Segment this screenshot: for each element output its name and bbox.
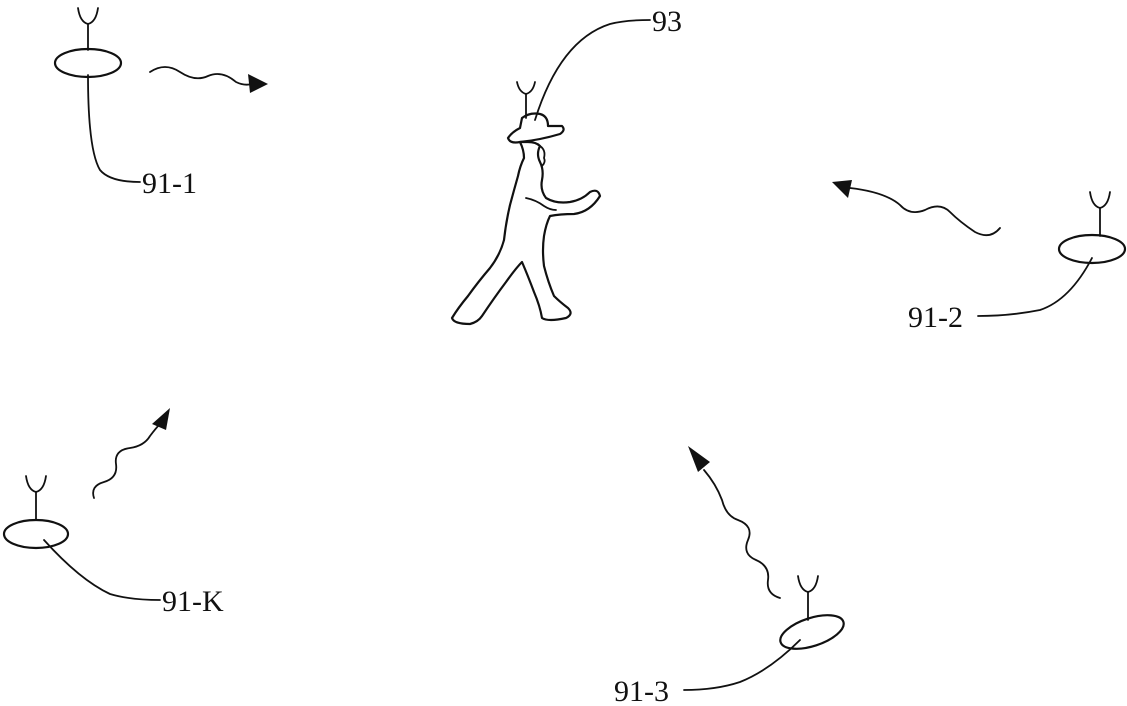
- label-91-2: 91-2: [908, 301, 963, 334]
- walking-person-outline: [450, 140, 602, 326]
- leader-line-91-3: [683, 639, 801, 691]
- transmitter-base-icon: [2, 518, 70, 550]
- leader-line-91-2: [977, 257, 1093, 317]
- face-detail: [539, 145, 546, 167]
- label-91-K: 91-K: [162, 585, 224, 618]
- transmitter-node-91-K: 91-K: [2, 475, 224, 618]
- antenna-icon: [77, 7, 99, 51]
- transmitter-base-icon: [1057, 233, 1127, 265]
- transmitter-base-icon: [779, 614, 845, 650]
- arm-detail: [525, 197, 557, 211]
- signal-arrow-91-1: [149, 66, 268, 93]
- antenna-icon: [516, 81, 536, 119]
- antenna-icon: [797, 575, 819, 621]
- signal-arrow-91-2: [832, 180, 1001, 237]
- antenna-icon: [1089, 191, 1111, 237]
- leader-line-91-K: [43, 539, 161, 601]
- signal-arrow-91-K: [92, 408, 170, 499]
- pedestrian-93: 93: [450, 5, 682, 326]
- transmitter-base-icon: [53, 47, 123, 79]
- label-93: 93: [652, 5, 682, 38]
- transmitter-node-91-3: 91-3: [614, 575, 845, 706]
- label-91-1: 91-1: [142, 167, 197, 200]
- antenna-icon: [25, 475, 47, 521]
- leader-line-91-1: [87, 74, 141, 183]
- label-91-3: 91-3: [614, 675, 669, 706]
- transmitter-node-91-1: 91-1: [53, 7, 197, 200]
- leader-line-93: [534, 19, 651, 121]
- signal-arrow-91-3: [688, 446, 781, 599]
- transmitter-node-91-2: 91-2: [908, 191, 1127, 334]
